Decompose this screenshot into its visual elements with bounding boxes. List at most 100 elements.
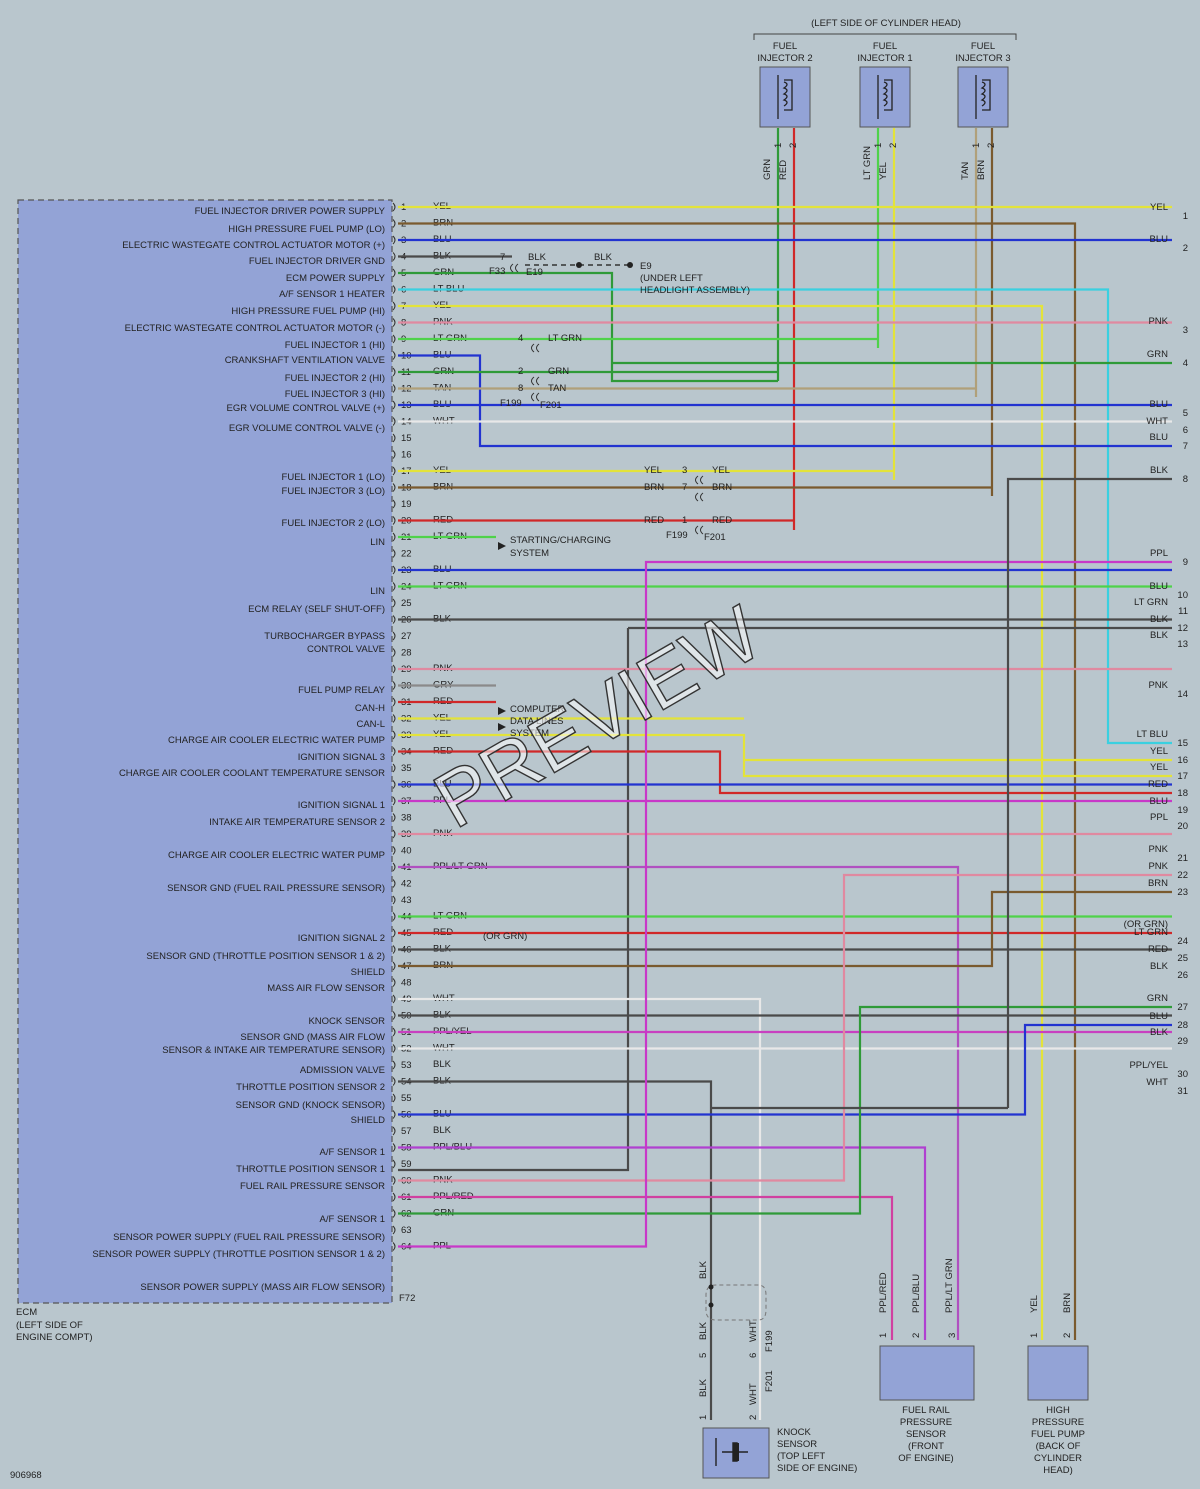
- output-connector-number: 4: [1183, 358, 1188, 369]
- svg-text:HEAD): HEAD): [1043, 1465, 1073, 1476]
- output-connector-number: 28: [1177, 1020, 1188, 1031]
- output-wire-color: BLU: [1150, 399, 1169, 410]
- svg-text:1: 1: [773, 143, 784, 148]
- diagram-id: 906968: [10, 1470, 42, 1481]
- ecm-signal-label: THROTTLE POSITION SENSOR 2: [236, 1082, 385, 1093]
- output-wire-color: BRN: [1148, 878, 1168, 889]
- svg-text:TAN: TAN: [548, 383, 566, 394]
- svg-text:(BACK OF: (BACK OF: [1036, 1441, 1081, 1452]
- svg-text:YEL: YEL: [712, 465, 730, 476]
- svg-text:FUEL: FUEL: [773, 41, 797, 52]
- ecm-signal-label: ECM POWER SUPPLY: [286, 273, 386, 284]
- svg-text:OF ENGINE): OF ENGINE): [898, 1453, 953, 1464]
- ecm-signal-label: ADMISSION VALVE: [300, 1065, 385, 1076]
- ecm-signal-label: FUEL INJECTOR DRIVER GND: [249, 256, 385, 267]
- output-wire-color: BLU: [1150, 581, 1169, 592]
- svg-text:1: 1: [878, 1333, 889, 1338]
- ecm-pin-number: 42: [401, 879, 412, 890]
- svg-text:RED: RED: [712, 515, 732, 526]
- ecm-signal-label: CHARGE AIR COOLER ELECTRIC WATER PUMP: [168, 735, 385, 746]
- svg-text:1: 1: [698, 1415, 709, 1420]
- output-connector-number: 31: [1177, 1086, 1188, 1097]
- svg-text:PRESSURE: PRESSURE: [900, 1417, 952, 1428]
- ecm-pin-number: 22: [401, 549, 412, 560]
- ecm-signal-label: IGNITION SIGNAL 3: [298, 752, 385, 763]
- output-wire-color: LT BLU: [1137, 729, 1168, 740]
- svg-text:RED: RED: [778, 160, 789, 180]
- ecm-signal-label: FUEL INJECTOR DRIVER POWER SUPPLY: [195, 206, 386, 217]
- ecm-signal-label: KNOCK SENSOR: [308, 1016, 385, 1027]
- svg-text:LT GRN: LT GRN: [548, 333, 582, 344]
- output-connector-number: 19: [1177, 805, 1188, 816]
- svg-text:YEL: YEL: [878, 162, 889, 180]
- ecm-signal-label: SENSOR POWER SUPPLY (MASS AIR FLOW SENSO…: [140, 1282, 385, 1293]
- output-wire-color: RED: [1148, 944, 1168, 955]
- ecm-signal-label: SENSOR GND (FUEL RAIL PRESSURE SENSOR): [167, 883, 385, 894]
- svg-text:TAN: TAN: [960, 162, 971, 180]
- ecm-signal-label: LIN: [370, 537, 385, 548]
- svg-text:INJECTOR 3: INJECTOR 3: [955, 53, 1010, 64]
- ecm-pin-number: 40: [401, 846, 412, 857]
- ecm-signal-label: CHARGE AIR COOLER ELECTRIC WATER PUMP: [168, 850, 385, 861]
- svg-text:8: 8: [518, 383, 523, 394]
- ecm-box: [17, 199, 393, 1304]
- output-connector-number: 10: [1177, 590, 1188, 601]
- ecm-pin-number: 28: [401, 648, 412, 659]
- starting-charging-arrow: STARTING/CHARGING SYSTEM: [498, 535, 611, 559]
- ecm-signal-label: FUEL PUMP RELAY: [298, 685, 386, 696]
- svg-text:INJECTOR 1: INJECTOR 1: [857, 53, 912, 64]
- output-wire-color: PNK: [1148, 844, 1168, 855]
- output-wire-color: GRN: [1147, 993, 1168, 1004]
- svg-text:2: 2: [518, 366, 523, 377]
- svg-text:2: 2: [1062, 1333, 1073, 1338]
- output-wire-color: PPL/YEL: [1129, 1060, 1168, 1071]
- output-wire-color: LT GRN: [1134, 927, 1168, 938]
- svg-text:F201: F201: [764, 1370, 775, 1392]
- ecm-signal-label: CHARGE AIR COOLER COOLANT TEMPERATURE SE…: [119, 768, 385, 779]
- ecm-signal-label: FUEL INJECTOR 2 (LO): [282, 518, 385, 529]
- ecm-signal-label: SENSOR POWER SUPPLY (FUEL RAIL PRESSURE …: [113, 1232, 385, 1243]
- output-connector-number: 11: [1178, 606, 1188, 617]
- svg-text:1: 1: [1029, 1333, 1040, 1338]
- ecm-signal-label: EGR VOLUME CONTROL VALVE (+): [227, 403, 385, 414]
- svg-text:F199: F199: [500, 398, 522, 409]
- output-wire-color: PNK: [1148, 861, 1168, 872]
- output-wire-color: LT GRN: [1134, 597, 1168, 608]
- svg-text:FUEL: FUEL: [971, 41, 995, 52]
- svg-text:F33: F33: [489, 266, 505, 277]
- svg-text:F199: F199: [764, 1330, 775, 1352]
- output-wire-color: YEL: [1150, 746, 1168, 757]
- svg-text:BRN: BRN: [712, 482, 732, 493]
- svg-text:FUEL PUMP: FUEL PUMP: [1031, 1429, 1085, 1440]
- ecm-signal-label: SENSOR & INTAKE AIR TEMPERATURE SENSOR): [162, 1045, 385, 1056]
- output-connector-number: 22: [1177, 870, 1188, 881]
- ecm-signal-label: A/F SENSOR 1: [320, 1214, 385, 1225]
- output-connector-number: 27: [1177, 1002, 1188, 1013]
- output-wire-color: RED: [1148, 779, 1168, 790]
- svg-text:FUEL RAIL: FUEL RAIL: [902, 1405, 950, 1416]
- ecm-signal-label: ECM RELAY (SELF SHUT-OFF): [248, 604, 385, 615]
- ecm-signal-label: SENSOR GND (KNOCK SENSOR): [236, 1100, 385, 1111]
- svg-text:E9: E9: [640, 261, 652, 272]
- output-wire-color: BLU: [1150, 432, 1169, 443]
- svg-text:PPL/RED: PPL/RED: [878, 1272, 889, 1313]
- svg-text:3: 3: [682, 465, 687, 476]
- output-connector-number: 12: [1177, 623, 1188, 634]
- output-connector-number: 23: [1177, 887, 1188, 898]
- ecm-pin-number: 19: [401, 499, 412, 510]
- ecm-pin-number: 35: [401, 763, 412, 774]
- output-connector-number: 17: [1177, 771, 1188, 782]
- svg-text:5: 5: [698, 1353, 709, 1358]
- svg-text:F199: F199: [666, 530, 688, 541]
- svg-text:SENSOR: SENSOR: [777, 1439, 817, 1450]
- ecm-signal-label: CRANKSHAFT VENTILATION VALVE: [225, 355, 385, 366]
- svg-text:2: 2: [788, 143, 799, 148]
- output-connector-number: 3: [1183, 325, 1188, 336]
- output-connector-number: 2: [1183, 243, 1188, 254]
- ecm-signal-label: ELECTRIC WASTEGATE CONTROL ACTUATOR MOTO…: [125, 323, 385, 334]
- output-connector-number: 1: [1183, 211, 1188, 222]
- svg-text:WHT: WHT: [748, 1383, 759, 1405]
- svg-text:CYLINDER: CYLINDER: [1034, 1453, 1082, 1464]
- svg-text:(OR GRN): (OR GRN): [1124, 919, 1168, 930]
